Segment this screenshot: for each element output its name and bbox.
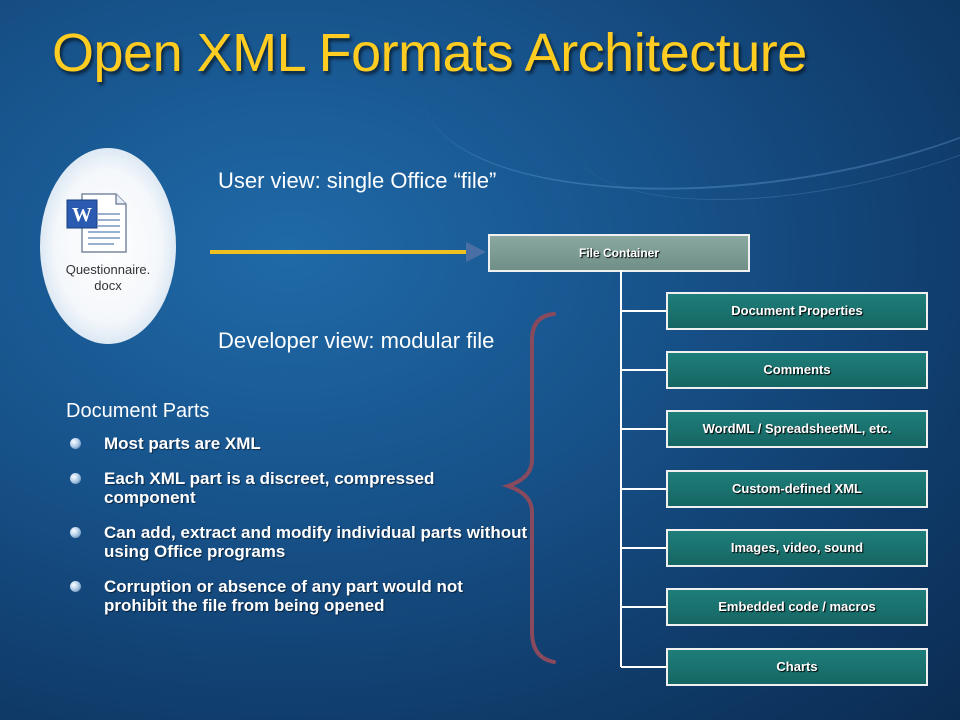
list-item: Can add, extract and modify individual p… <box>70 523 530 561</box>
bullet-icon <box>70 581 81 592</box>
bullet-icon <box>70 527 81 538</box>
svg-text:W: W <box>72 204 92 226</box>
list-item: Most parts are XML <box>70 434 530 453</box>
document-parts-heading: Document Parts <box>66 400 210 422</box>
word-document-icon: W <box>66 193 127 253</box>
developer-view-label: Developer view: modular file <box>218 328 495 353</box>
slide-title: Open XML Formats Architecture <box>52 23 807 83</box>
document-parts-list: Most parts are XML Each XML part is a di… <box>70 434 530 631</box>
tree-connector <box>620 270 666 668</box>
bullet-icon <box>70 438 81 449</box>
bullet-text: Most parts are XML <box>104 434 261 453</box>
part-custom-xml: Custom-defined XML <box>666 470 928 508</box>
part-wordml-spreadsheetml: WordML / SpreadsheetML, etc. <box>666 410 928 448</box>
bullet-icon <box>70 473 81 484</box>
part-document-properties: Document Properties <box>666 292 928 330</box>
file-name-line2: docx <box>94 278 122 293</box>
file-name-line1: Questionnaire. <box>65 262 151 277</box>
bullet-text: Can add, extract and modify individual p… <box>104 523 528 561</box>
part-charts: Charts <box>666 648 928 686</box>
bullet-text: Corruption or absence of any part would … <box>104 577 463 615</box>
part-embedded-code: Embedded code / macros <box>666 588 928 626</box>
user-view-arrow <box>210 242 486 262</box>
part-comments: Comments <box>666 351 928 389</box>
bullet-text: Each XML part is a discreet, compressed … <box>104 469 435 507</box>
list-item: Corruption or absence of any part would … <box>70 577 530 615</box>
file-name-label: Questionnaire. docx <box>44 262 172 294</box>
part-images-video-sound: Images, video, sound <box>666 529 928 567</box>
list-item: Each XML part is a discreet, compressed … <box>70 469 530 507</box>
user-view-label: User view: single Office “file” <box>218 168 497 193</box>
curly-brace <box>501 312 556 664</box>
file-container-box: File Container <box>488 234 750 272</box>
